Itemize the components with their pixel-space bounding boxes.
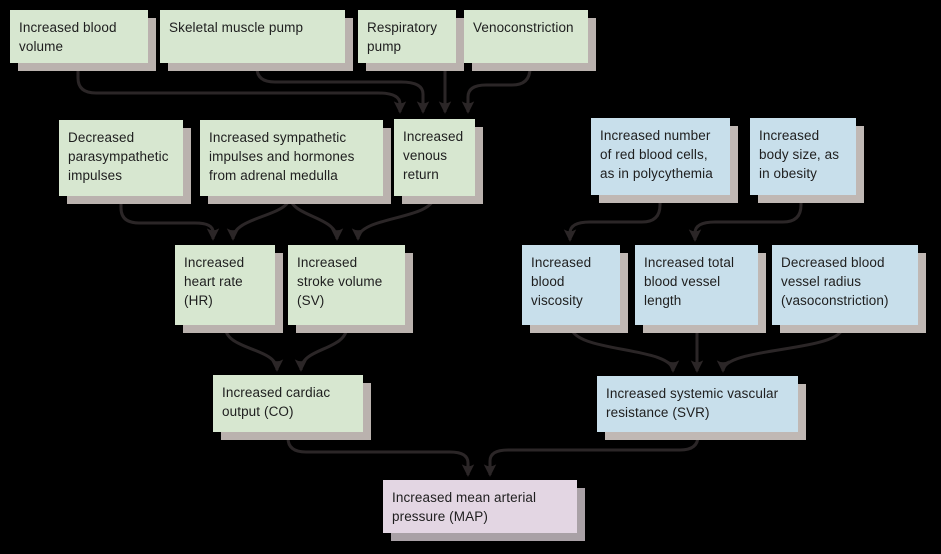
- edge-skeletal-pump-to-venous-return-arrow: [255, 63, 430, 114]
- edge-vessel-radius-to-svr-arrow: [716, 325, 845, 373]
- node-increased-svr: Increased systemic vascular resistance (…: [597, 376, 798, 432]
- node-respiratory-pump: Respiratory pump: [358, 10, 456, 63]
- node-decreased-vessel-radius: Decreased blood vessel radius (vasoconst…: [772, 245, 918, 325]
- node-increased-cardiac-output: Increased cardiac output (CO): [213, 375, 363, 432]
- node-increased-venous-return: Increased venous return: [394, 119, 475, 196]
- edge-sympathetic-to-heart-rate-arrow: [226, 195, 292, 241]
- node-increased-map: Increased mean arterial pressure (MAP): [383, 480, 577, 533]
- edge-stroke-volume-to-cardiac-output-arrow: [294, 325, 349, 372]
- node-increased-blood-volume: Increased blood volume: [10, 10, 148, 63]
- edge-svr-to-map-arrow: [483, 433, 700, 477]
- node-increased-blood-viscosity: Increased blood viscosity: [522, 245, 620, 325]
- node-increased-body-size: Increased body size, as in obesity: [750, 118, 856, 195]
- node-increased-stroke-volume: Increased stroke volume (SV): [288, 245, 405, 325]
- edge-cardiac-output-to-map-arrow: [286, 433, 475, 477]
- edge-venoconstriction-to-venous-return-arrow: [461, 63, 532, 114]
- edge-viscosity-to-svr-arrow: [569, 325, 680, 373]
- edge-venous-return-to-stroke-volume-arrow: [351, 195, 436, 241]
- node-increased-red-blood-cells: Increased number of red blood cells, as …: [591, 118, 730, 195]
- node-venoconstriction: Venoconstriction: [464, 10, 588, 63]
- node-increased-sympathetic: Increased sympathetic impulses and hormo…: [200, 120, 383, 196]
- edge-blood-volume-to-venous-return-arrow: [76, 63, 407, 114]
- edge-parasympathetic-to-heart-rate-arrow: [119, 196, 220, 241]
- edge-rbc-to-viscosity-arrow: [563, 196, 662, 242]
- node-skeletal-muscle-pump: Skeletal muscle pump: [160, 10, 345, 63]
- edge-body-size-to-vessel-length-arrow: [688, 196, 803, 242]
- edge-sympathetic-to-stroke-volume-arrow: [288, 195, 344, 241]
- edge-heart-rate-to-cardiac-output-arrow: [223, 325, 284, 372]
- node-increased-vessel-length: Increased total blood vessel length: [635, 245, 758, 325]
- node-increased-heart-rate: Increased heart rate (HR): [175, 245, 275, 325]
- node-decreased-parasympathetic: Decreased parasympathetic impulses: [59, 120, 183, 196]
